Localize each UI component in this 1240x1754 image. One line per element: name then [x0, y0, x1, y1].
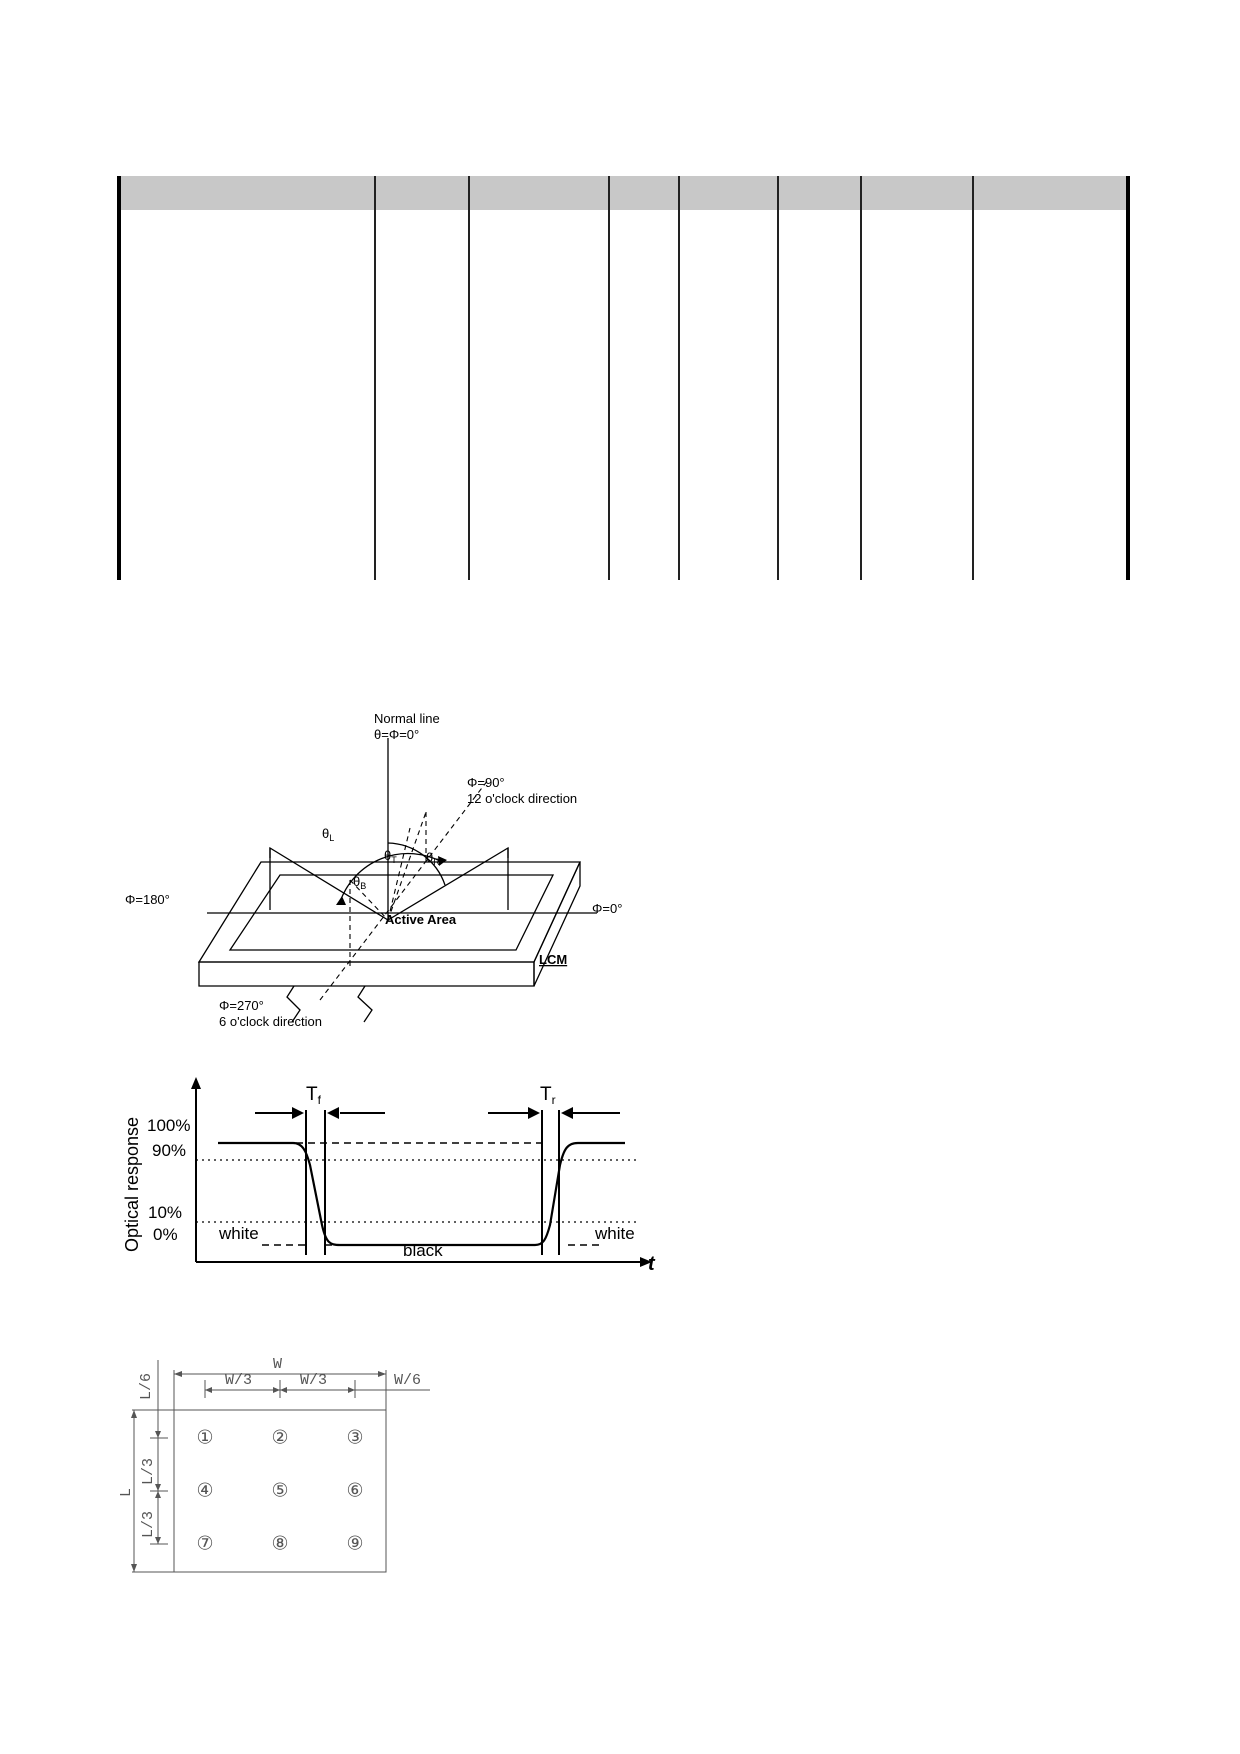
theta-l-arc — [339, 852, 443, 903]
arrow-head — [155, 1537, 161, 1544]
measurement-point-4: ④ — [196, 1481, 213, 1502]
arrow-head — [336, 896, 346, 905]
theta-t-label: θT — [384, 848, 397, 865]
tr-label: Tr — [540, 1084, 556, 1107]
tf-label: Tf — [306, 1084, 322, 1107]
arrow-head — [280, 1387, 287, 1393]
arrow-head — [348, 1387, 355, 1393]
panel-outline — [173, 1409, 387, 1573]
measurement-point-5: ⑤ — [271, 1481, 288, 1502]
measurement-points: ① ② ③ ④ ⑤ ⑥ ⑦ ⑧ ⑨ — [196, 1428, 363, 1555]
six-oclock-label: 6 o'clock direction — [219, 1014, 322, 1029]
arrow-head — [561, 1107, 573, 1119]
y-axis-label: Optical response — [122, 1117, 142, 1252]
black-label: black — [403, 1241, 443, 1260]
table-column-divider — [860, 176, 862, 580]
normal-line-label: Normal line — [374, 711, 440, 726]
theta-r-label: θR — [426, 850, 440, 867]
measurement-point-8: ⑧ — [271, 1534, 288, 1555]
measurement-point-7: ⑦ — [196, 1534, 213, 1555]
dim-label-l3: L/3 — [140, 1511, 157, 1538]
dim-label-w3: W/3 — [225, 1372, 252, 1389]
lcm-label: LCM — [539, 952, 567, 967]
vertical-axis-dashed — [319, 779, 489, 1001]
arrow-head — [155, 1431, 161, 1438]
spec-table — [117, 176, 1130, 580]
arrow-head — [131, 1564, 137, 1572]
phi-0-label: Φ=0° — [592, 901, 622, 916]
measurement-point-3: ③ — [346, 1428, 363, 1449]
level-0-label: 0% — [153, 1225, 178, 1244]
lcm-cable — [357, 985, 373, 1023]
table-border-right — [1126, 176, 1130, 580]
dim-label-l3: L/3 — [140, 1458, 157, 1485]
arrow-head — [155, 1491, 161, 1498]
measurement-point-1: ① — [196, 1428, 213, 1449]
twelve-oclock-label: 12 o'clock direction — [467, 791, 577, 806]
normal-angle-label: θ=Φ=0° — [374, 727, 419, 742]
phi-180-label: Φ=180° — [125, 892, 170, 907]
level-10-label: 10% — [148, 1203, 182, 1222]
measurement-point-6: ⑥ — [346, 1481, 363, 1502]
active-area-outline — [228, 874, 555, 951]
arrow-head — [205, 1387, 212, 1393]
level-100-label: 100% — [147, 1116, 190, 1135]
cone-plane-dashed — [387, 827, 411, 921]
arrow-head — [155, 1484, 161, 1491]
table-column-divider — [972, 176, 974, 580]
arrow-head — [327, 1107, 339, 1119]
active-area-label: Active Area — [385, 912, 457, 927]
table-column-divider — [374, 176, 376, 580]
arrow-head — [273, 1387, 280, 1393]
theta-l-label: θL — [322, 826, 334, 843]
theta-r-arc — [387, 842, 446, 886]
dim-label-w3: W/3 — [300, 1372, 327, 1389]
white-left-label: white — [218, 1224, 259, 1243]
arrow-head — [131, 1410, 137, 1418]
lcm-side-face — [533, 861, 581, 987]
phi-270-label: Φ=270° — [219, 998, 264, 1013]
table-border-left — [117, 176, 121, 580]
theta-b-label: θB — [353, 874, 366, 891]
table-header-band — [117, 176, 1130, 210]
table-column-divider — [608, 176, 610, 580]
y-axis-arrow — [191, 1077, 201, 1089]
dim-label-l6: L/6 — [138, 1373, 155, 1400]
cone-plane-dashed — [349, 879, 389, 921]
lcm-cable — [286, 985, 301, 1023]
dim-label-w: W — [273, 1356, 282, 1373]
measurement-point-2: ② — [271, 1428, 288, 1449]
table-column-divider — [468, 176, 470, 580]
arrow-head — [528, 1107, 540, 1119]
arrow-head — [378, 1371, 386, 1377]
arrow-head — [174, 1371, 182, 1377]
white-right-label: white — [594, 1224, 635, 1243]
t-axis-label: t — [648, 1253, 656, 1275]
cone-plane-dashed — [387, 811, 427, 921]
dim-label-w6: W/6 — [394, 1372, 421, 1389]
level-90-label: 90% — [152, 1141, 186, 1160]
table-column-divider — [678, 176, 680, 580]
dim-label-l: L — [118, 1488, 135, 1497]
arrow-head — [292, 1107, 304, 1119]
arrow-head — [438, 856, 447, 866]
x-axis-arrow — [640, 1257, 652, 1267]
table-column-divider — [777, 176, 779, 580]
measurement-point-9: ⑨ — [346, 1534, 363, 1555]
phi-90-label: Φ=90° — [467, 775, 505, 790]
